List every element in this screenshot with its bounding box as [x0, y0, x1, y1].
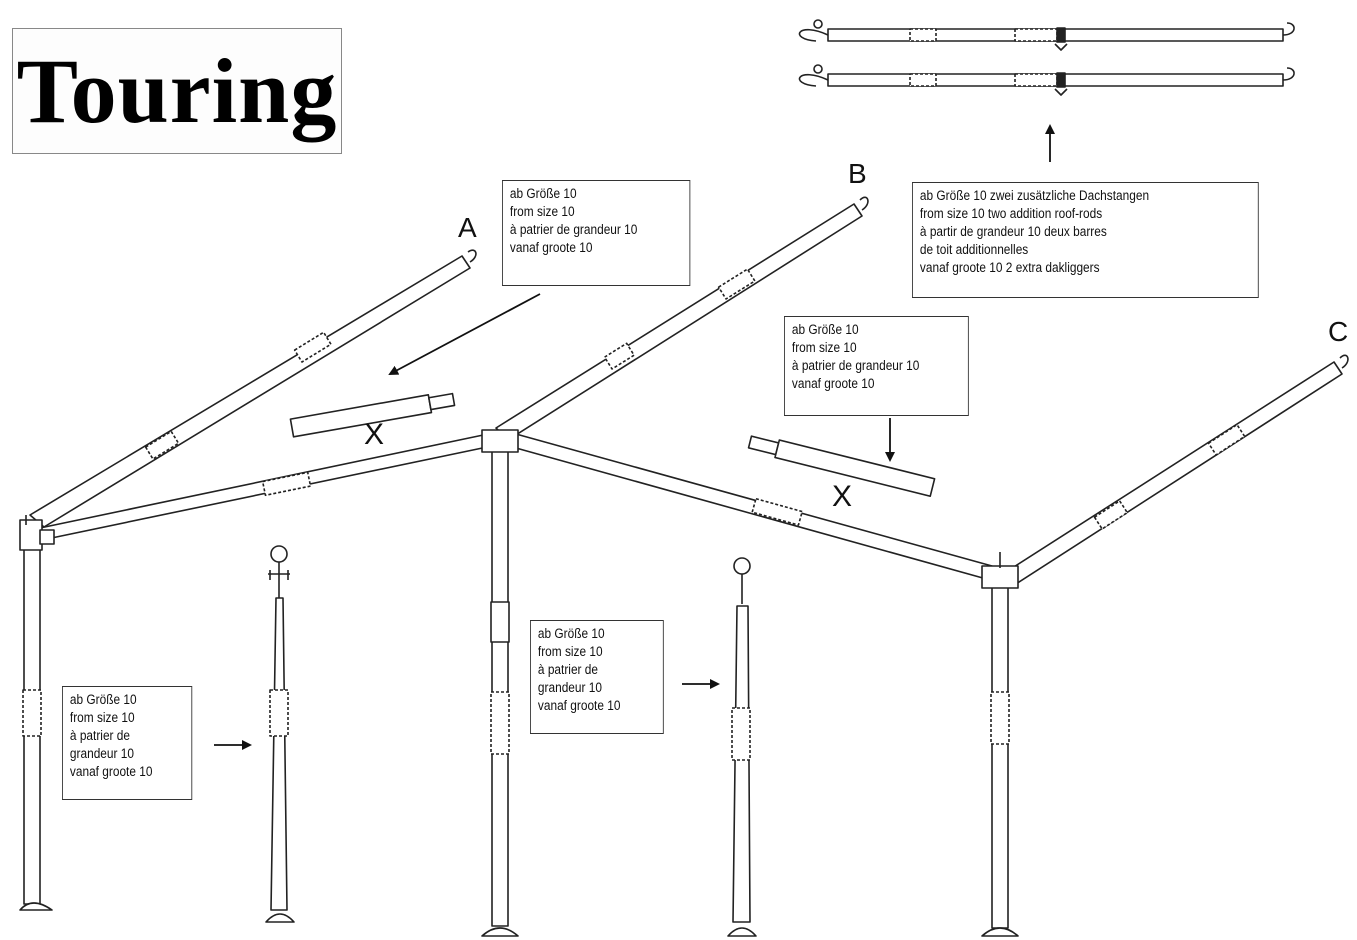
diagram-title: Touring — [16, 40, 338, 142]
note-line: vanaf groote 10 — [537, 698, 621, 713]
small-leg-2 — [727, 557, 757, 937]
note-line: from size 10 — [69, 710, 135, 725]
x-mark-left: X — [364, 418, 385, 451]
note-left-leg: ab Größe 10 from size 10 à patrier de gr… — [62, 686, 193, 800]
note-line: à patrier de grandeur 10 — [791, 358, 920, 373]
roof-rod-1 — [798, 19, 1295, 51]
note-line: ab Größe 10 — [69, 692, 137, 707]
note-line: vanaf groote 10 2 extra dakliggers — [919, 260, 1100, 275]
note-line: ab Größe 10 — [537, 626, 605, 641]
note-line: vanaf groote 10 — [791, 376, 875, 391]
note-line: grandeur 10 — [537, 680, 602, 695]
title-box: Touring — [12, 28, 342, 154]
note-line: grandeur 10 — [69, 746, 134, 761]
loose-tube-right — [747, 435, 936, 498]
note-line: ab Größe 10 zwei zusätzliche Dachstangen — [919, 188, 1150, 203]
note-line: à patrier de — [537, 662, 599, 677]
note-line: from size 10 — [509, 204, 575, 219]
note-roof-rods: ab Größe 10 zwei zusätzliche Dachstangen… — [912, 182, 1259, 298]
arrow-to-loose-tube-left — [388, 293, 541, 375]
x-mark-right: X — [832, 480, 853, 513]
note-center-leg: ab Größe 10 from size 10 à patrier de gr… — [530, 620, 664, 734]
rafter-c — [1005, 354, 1349, 585]
note-line: à partir de grandeur 10 deux barres — [919, 224, 1107, 239]
label-b: B — [848, 158, 867, 189]
roof-rod-2 — [798, 64, 1295, 96]
rafter-b — [495, 196, 869, 441]
leg-right — [981, 552, 1019, 937]
loose-tube-left — [289, 392, 456, 438]
note-right-middle: ab Größe 10 from size 10 à patrier de gr… — [784, 316, 969, 416]
note-line: à patrier de — [69, 728, 131, 743]
note-line: from size 10 — [791, 340, 857, 355]
ridge-bar-right — [515, 433, 993, 581]
label-a: A — [458, 212, 477, 243]
note-line: ab Größe 10 — [791, 322, 859, 337]
note-line: vanaf groote 10 — [509, 240, 593, 255]
note-line: vanaf groote 10 — [69, 764, 153, 779]
note-line: de toit additionnelles — [919, 242, 1029, 257]
note-line: à patrier de grandeur 10 — [509, 222, 638, 237]
note-line: from size 10 two addition roof-rods — [919, 206, 1103, 221]
leg-left — [19, 515, 55, 911]
note-line: ab Größe 10 — [509, 186, 577, 201]
small-leg-1 — [265, 545, 295, 923]
note-line: from size 10 — [537, 644, 603, 659]
note-top-center: ab Größe 10 from size 10 à patrier de gr… — [502, 180, 691, 286]
label-c: C — [1328, 316, 1349, 347]
leg-center — [481, 429, 519, 937]
